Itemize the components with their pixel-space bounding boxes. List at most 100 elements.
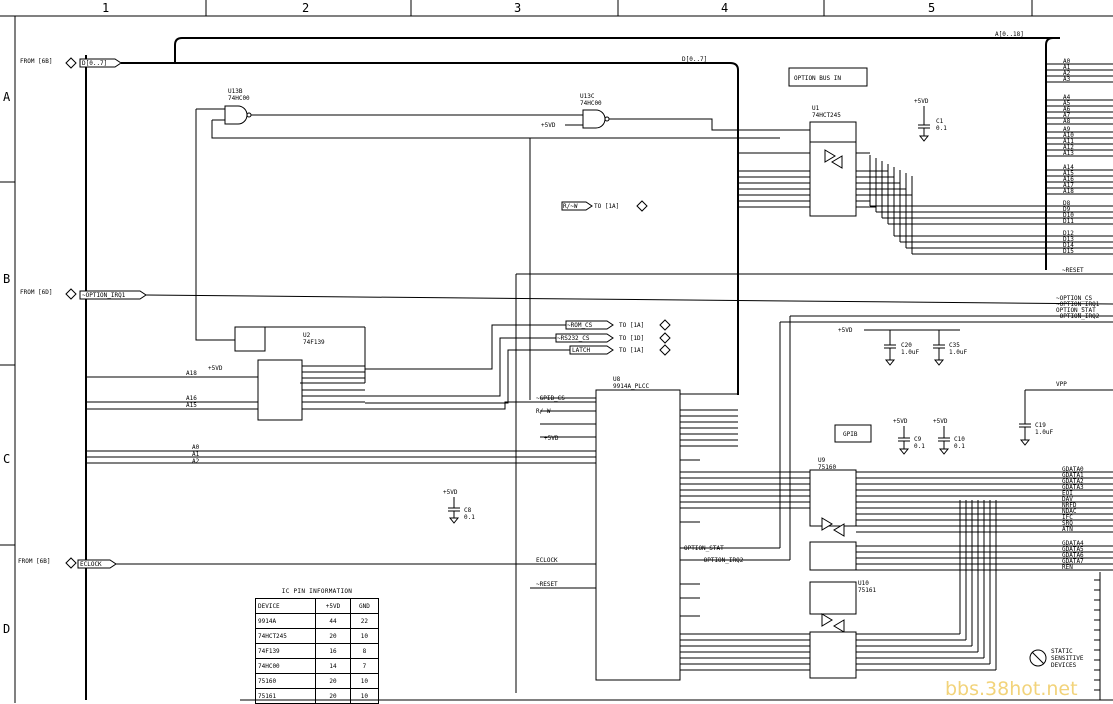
column-label-1: 1 bbox=[102, 1, 109, 15]
address-net-label: A0 bbox=[1063, 58, 1071, 65]
ic-table-header-row: DEVICE +5VD GND bbox=[254, 598, 380, 614]
gpib-net-label: DAV bbox=[1062, 496, 1073, 503]
c10-vcc-label: +5VD bbox=[933, 418, 948, 425]
u9-ref: U9 bbox=[818, 457, 826, 464]
latch-label: LATCH bbox=[572, 347, 590, 354]
ic-device: 9914A bbox=[254, 613, 317, 629]
buffer-icon bbox=[821, 517, 833, 531]
u10-chip bbox=[809, 581, 857, 615]
gpib-net-label: IFC bbox=[1062, 514, 1073, 521]
data-net-label: D13 bbox=[1063, 236, 1074, 243]
ic-table-header: GND bbox=[349, 598, 380, 614]
u8-rw-label: R/~W bbox=[536, 408, 551, 415]
offpage-arrow-icon bbox=[65, 557, 77, 569]
rs232-cs-label: ~RS232_CS bbox=[557, 335, 590, 342]
address-net-label: A4 bbox=[1063, 94, 1071, 101]
rom-cs-to: TO [1A] bbox=[619, 322, 644, 329]
ic-gnd-pin: 22 bbox=[349, 613, 380, 629]
row-label-d: D bbox=[3, 622, 10, 636]
u13c-gate bbox=[582, 109, 606, 129]
u13c-part: 74HC00 bbox=[580, 100, 602, 107]
address-net-label: A9 bbox=[1063, 126, 1071, 133]
address-net-label: A7 bbox=[1063, 112, 1071, 119]
ground-icon bbox=[898, 448, 910, 455]
u1-part: 74HCT245 bbox=[812, 112, 841, 119]
a15-label: A15 bbox=[186, 402, 197, 409]
u9-part: 75160 bbox=[818, 464, 836, 471]
gpib-net-label: GDATA6 bbox=[1062, 552, 1084, 559]
from-6d-label: FROM [6D] bbox=[20, 289, 53, 296]
gpib-net-label: GDATA7 bbox=[1062, 558, 1084, 565]
reset-net-label: ~RESET bbox=[536, 581, 558, 588]
c1-ref: C1 bbox=[936, 118, 944, 125]
u1-ref: U1 bbox=[812, 105, 820, 112]
c1-vcc-label: +5VD bbox=[914, 98, 929, 105]
u13b-gate bbox=[224, 105, 248, 125]
data-net-label: D9 bbox=[1063, 206, 1071, 213]
c9-ref: C9 bbox=[914, 436, 922, 443]
a1-label: A1 bbox=[192, 451, 200, 458]
rom-cs-port bbox=[565, 320, 614, 330]
ic-table-caption: IC PIN INFORMATION bbox=[281, 588, 353, 595]
u8-chip bbox=[595, 389, 681, 681]
offpage-arrow-icon bbox=[636, 200, 648, 212]
c19-ref: C19 bbox=[1035, 422, 1046, 429]
column-label-4: 4 bbox=[721, 1, 728, 15]
ic-device: 75160 bbox=[254, 673, 317, 689]
buffer-icon bbox=[821, 613, 833, 627]
c9-value: 0.1 bbox=[914, 443, 925, 450]
address-net-label: A13 bbox=[1063, 150, 1074, 157]
u9-enable-block bbox=[809, 541, 857, 571]
watermark: bbs.38hot.net bbox=[945, 678, 1078, 700]
gpib-net-label: SRQ bbox=[1062, 520, 1073, 527]
from-6b-label: FROM [6B] bbox=[20, 58, 53, 65]
ic-device: 74F139 bbox=[254, 643, 317, 659]
ground-icon bbox=[884, 359, 896, 366]
row-label-a: A bbox=[3, 90, 11, 104]
address-net-label: A14 bbox=[1063, 164, 1074, 171]
row-label-c: C bbox=[3, 452, 10, 466]
option-net-label: ~OPTION_CS bbox=[1056, 295, 1093, 302]
buffer-icon bbox=[833, 619, 845, 633]
option-net-label: OPTION_STAT bbox=[1056, 307, 1096, 314]
ic-table-header: +5VD bbox=[315, 598, 351, 614]
reset-right-label: ~RESET bbox=[1062, 267, 1084, 274]
u1-chip bbox=[809, 121, 857, 217]
option-irq1-port bbox=[79, 290, 147, 300]
offpage-arrow-icon bbox=[659, 344, 671, 356]
a-bus-label: A[0..18] bbox=[995, 31, 1024, 38]
ic-gnd-pin: 10 bbox=[349, 628, 380, 644]
ic-vcc-pin: 20 bbox=[315, 673, 351, 689]
rw-port bbox=[561, 201, 593, 211]
row-label-b: B bbox=[3, 272, 10, 286]
address-net-label: A11 bbox=[1063, 138, 1074, 145]
c8-ref: C8 bbox=[464, 507, 472, 514]
c8-vcc-label: +5VD bbox=[443, 489, 458, 496]
rom-cs-label: ~ROM_CS bbox=[567, 322, 593, 329]
eclock-port bbox=[77, 559, 117, 569]
ic-vcc-pin: 44 bbox=[315, 613, 351, 629]
address-net-label: A8 bbox=[1063, 118, 1071, 125]
address-net-label: A5 bbox=[1063, 100, 1071, 107]
ic-gnd-pin: 10 bbox=[349, 688, 380, 704]
ground-icon bbox=[933, 359, 945, 366]
data-bus-top bbox=[175, 62, 739, 395]
data-net-label: D12 bbox=[1063, 230, 1074, 237]
gpib-net-label: EOI bbox=[1062, 490, 1073, 497]
column-label-5: 5 bbox=[928, 1, 935, 15]
rw-port-label: R/~W bbox=[563, 203, 578, 210]
gpib-net-label: NRFD bbox=[1062, 502, 1077, 509]
ground-icon bbox=[1019, 439, 1031, 446]
ic-device: 75161 bbox=[254, 688, 317, 704]
ic-gnd-pin: 7 bbox=[349, 658, 380, 674]
eclock-port-label: ECLOCK bbox=[80, 561, 102, 568]
address-net-label: A15 bbox=[1063, 170, 1074, 177]
data-net-label: D10 bbox=[1063, 212, 1074, 219]
address-net-label: A10 bbox=[1063, 132, 1074, 139]
gpib-net-label: NDAC bbox=[1062, 508, 1077, 515]
c10-value: 0.1 bbox=[954, 443, 965, 450]
gpib-net-label: GDATA3 bbox=[1062, 484, 1084, 491]
